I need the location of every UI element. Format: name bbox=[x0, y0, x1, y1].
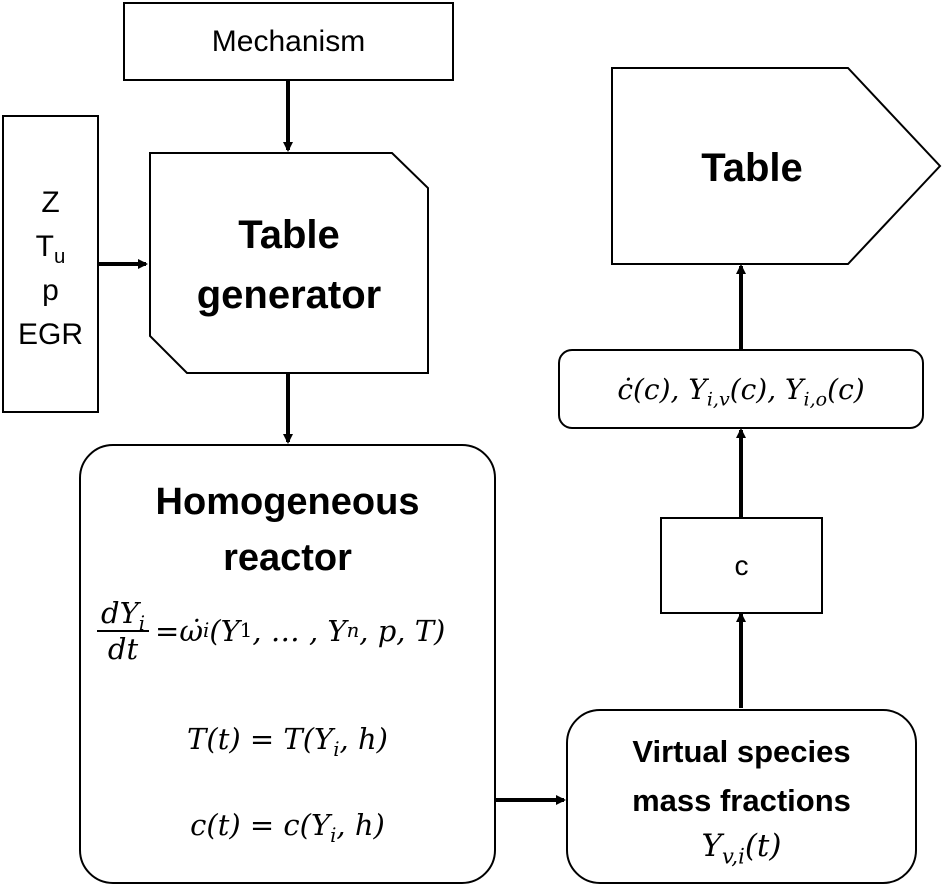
table-generator-line1: Table bbox=[238, 213, 340, 257]
table-output-shape bbox=[611, 67, 942, 265]
virtual-species-line2: mass fractions bbox=[632, 783, 851, 818]
input-t-unburned: Tu bbox=[35, 230, 66, 269]
virtual-species-math: Yv,i(t) bbox=[701, 828, 782, 869]
table-generator-title: Table generator bbox=[150, 200, 428, 330]
inputs-box: Z Tu p EGR bbox=[2, 115, 99, 413]
virtual-species-box: Virtual species mass fractions Yv,i(t) bbox=[566, 709, 917, 884]
virtual-species-line1: Virtual species bbox=[632, 734, 851, 769]
input-p: p bbox=[42, 274, 59, 307]
mechanism-label: Mechanism bbox=[211, 24, 366, 58]
table-output-title: Table bbox=[612, 130, 892, 206]
table-generator-shape bbox=[149, 152, 429, 374]
input-egr: EGR bbox=[17, 318, 83, 351]
progress-variable-label: c bbox=[734, 549, 749, 581]
reactor-equation-temperature: T(t) = T(Yi, h) bbox=[187, 722, 388, 761]
mechanism-box: Mechanism bbox=[123, 2, 454, 81]
progress-variable-box: c bbox=[660, 517, 823, 614]
table-output-label: Table bbox=[701, 145, 803, 190]
source-terms-box: ċ(c), Yi,v(c), Yi,o(c) bbox=[558, 349, 924, 429]
source-terms-text: ċ(c), Yi,v(c), Yi,o(c) bbox=[617, 372, 865, 411]
reactor-title-line1: Homogeneous bbox=[155, 481, 420, 523]
table-generator-line2: generator bbox=[196, 273, 382, 317]
input-z: Z bbox=[41, 186, 60, 219]
reactor-title-line2: reactor bbox=[223, 537, 352, 579]
d-yi-dt-fraction: dYi dt bbox=[97, 598, 150, 665]
reactor-equation-progress: c(t) = c(Yi, h) bbox=[190, 808, 385, 847]
